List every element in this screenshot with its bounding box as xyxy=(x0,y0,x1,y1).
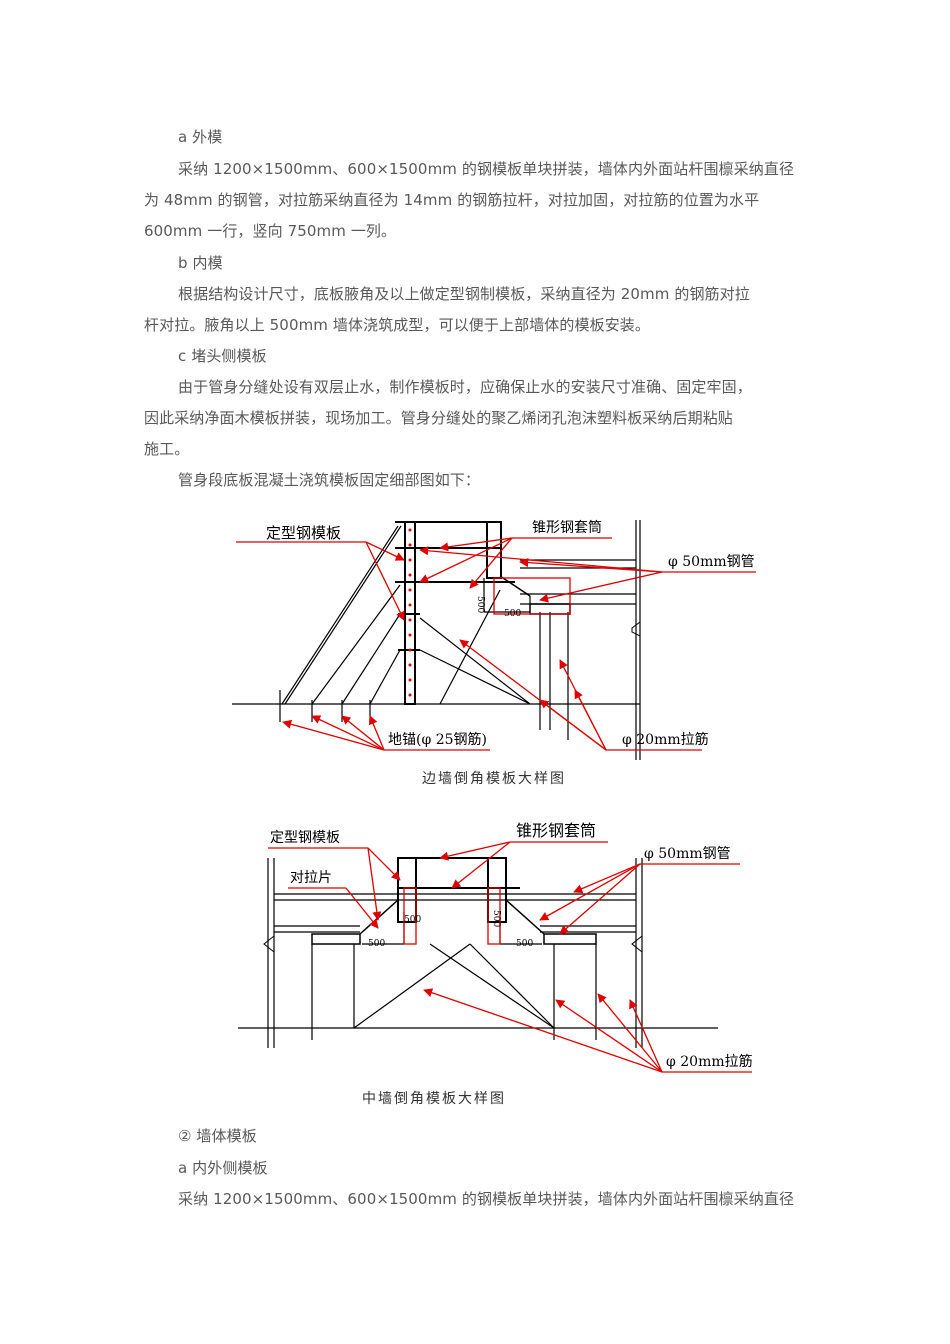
dim-500: 500 xyxy=(404,915,421,925)
dim-500: 500 xyxy=(491,910,501,927)
paragraph-line: 根据结构设计尺寸，底板腋角及以上做定型钢制模板，采纳直径为 20mm 的钢筋对拉 xyxy=(178,285,750,303)
figure2-caption: 中墙倒角模板大样图 xyxy=(362,1091,506,1107)
figure1-caption: 边墙倒角模板大样图 xyxy=(422,771,566,787)
label-steel-pipe: φ 50mm钢管 xyxy=(668,554,755,570)
paragraph-line: 采纳 1200×1500mm、600×1500mm 的钢模板单块拼装，墙体内外面… xyxy=(178,160,795,178)
paragraph-line: 施工。 xyxy=(144,440,190,458)
dim-500: 500 xyxy=(368,939,385,949)
label-tie-plate: 对拉片 xyxy=(290,870,332,886)
wall-a-heading: a 内外侧模板 xyxy=(178,1159,268,1177)
paragraph-line: 600mm 一行，竖向 750mm 一列。 xyxy=(144,222,397,240)
label-cone-sleeve: 锥形钢套筒 xyxy=(516,821,596,840)
dim-500-horizontal: 500 xyxy=(504,609,521,619)
dim-500: 500 xyxy=(516,939,533,949)
label-formwork: 定型钢模板 xyxy=(266,524,341,542)
label-cone-sleeve: 锥形钢套筒 xyxy=(532,519,602,536)
section-a-heading: a 外模 xyxy=(178,128,223,146)
wall-formwork-heading: ② 墙体模板 xyxy=(178,1127,257,1145)
paragraph-line: 杆对拉。腋角以上 500mm 墙体浇筑成型，可以便于上部墙体的模板安装。 xyxy=(144,316,650,334)
label-steel-pipe: φ 50mm钢管 xyxy=(644,846,731,862)
paragraph-line: 因此采纳净面木模板拼装，现场加工。管身分缝处的聚乙烯闭孔泡沫塑料板采纳后期粘贴 xyxy=(144,409,733,427)
label-formwork: 定型钢模板 xyxy=(270,830,340,846)
dim-500-vertical: 500 xyxy=(475,596,485,613)
label-tie-bar: φ 20mm拉筋 xyxy=(622,731,709,748)
section-b-heading: b 内模 xyxy=(178,254,223,272)
paragraph-line: 为 48mm 的钢管，对拉筋采纳直径为 14mm 的钢筋拉杆，对拉加固，对拉筋的… xyxy=(144,191,760,209)
paragraph-line: 采纳 1200×1500mm、600×1500mm 的钢模板单块拼装，墙体内外面… xyxy=(178,1190,795,1208)
label-tie-bar: φ 20mm拉筋 xyxy=(666,1053,753,1070)
figure-intro: 管身段底板混凝土浇筑模板固定细部图如下： xyxy=(178,471,481,489)
paragraph-line: 由于管身分缝处设有双层止水，制作模板时，应确保止水的安装尺寸准确、固定牢固， xyxy=(178,378,752,396)
label-ground-anchor: 地锚(φ 25钢筋) xyxy=(388,731,487,748)
section-c-heading: c 堵头侧模板 xyxy=(178,347,267,365)
